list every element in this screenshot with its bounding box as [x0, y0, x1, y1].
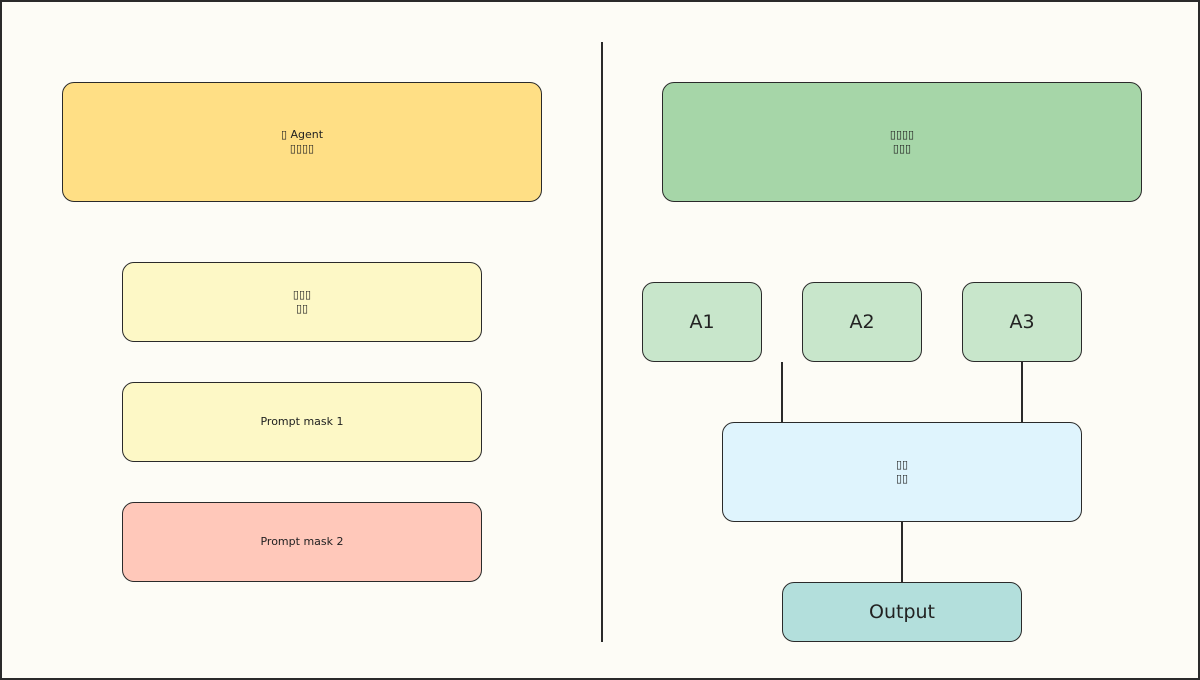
right-top-box: ▯▯▯▯ ▯▯▯	[662, 82, 1142, 202]
prompt-mask-2-label: Prompt mask 2	[260, 535, 344, 548]
prompt-mask-1-label: Prompt mask 1	[260, 415, 344, 428]
right-top-label-line2: ▯▯▯	[892, 142, 912, 155]
connector-a1-aggregator	[781, 362, 783, 422]
output-box: Output	[782, 582, 1022, 642]
output-label: Output	[869, 601, 935, 623]
agent-a3-label: A3	[1009, 311, 1035, 333]
aggregator-box: ▯▯ ▯▯	[722, 422, 1082, 522]
agent-a2-box: A2	[802, 282, 922, 362]
main-agent-label-line1: ▯ Agent	[280, 128, 324, 141]
prompt-mask-2-box: Prompt mask 2	[122, 502, 482, 582]
left-secondary-label-line2: ▯▯	[295, 302, 309, 315]
left-secondary-label-line1: ▯▯▯	[292, 288, 312, 301]
main-agent-box: ▯ Agent ▯▯▯▯	[62, 82, 542, 202]
agent-a1-box: A1	[642, 282, 762, 362]
agent-a2-label: A2	[849, 311, 875, 333]
agent-a1-label: A1	[689, 311, 715, 333]
prompt-mask-1-box: Prompt mask 1	[122, 382, 482, 462]
aggregator-label-line1: ▯▯	[895, 458, 909, 471]
agent-a3-box: A3	[962, 282, 1082, 362]
connector-aggregator-output	[901, 522, 903, 582]
main-agent-label-line2: ▯▯▯▯	[289, 142, 315, 155]
aggregator-label-line2: ▯▯	[895, 472, 909, 485]
right-top-label-line1: ▯▯▯▯	[889, 128, 915, 141]
left-secondary-box: ▯▯▯ ▯▯	[122, 262, 482, 342]
vertical-divider	[601, 42, 603, 642]
connector-a3-aggregator	[1021, 362, 1023, 422]
